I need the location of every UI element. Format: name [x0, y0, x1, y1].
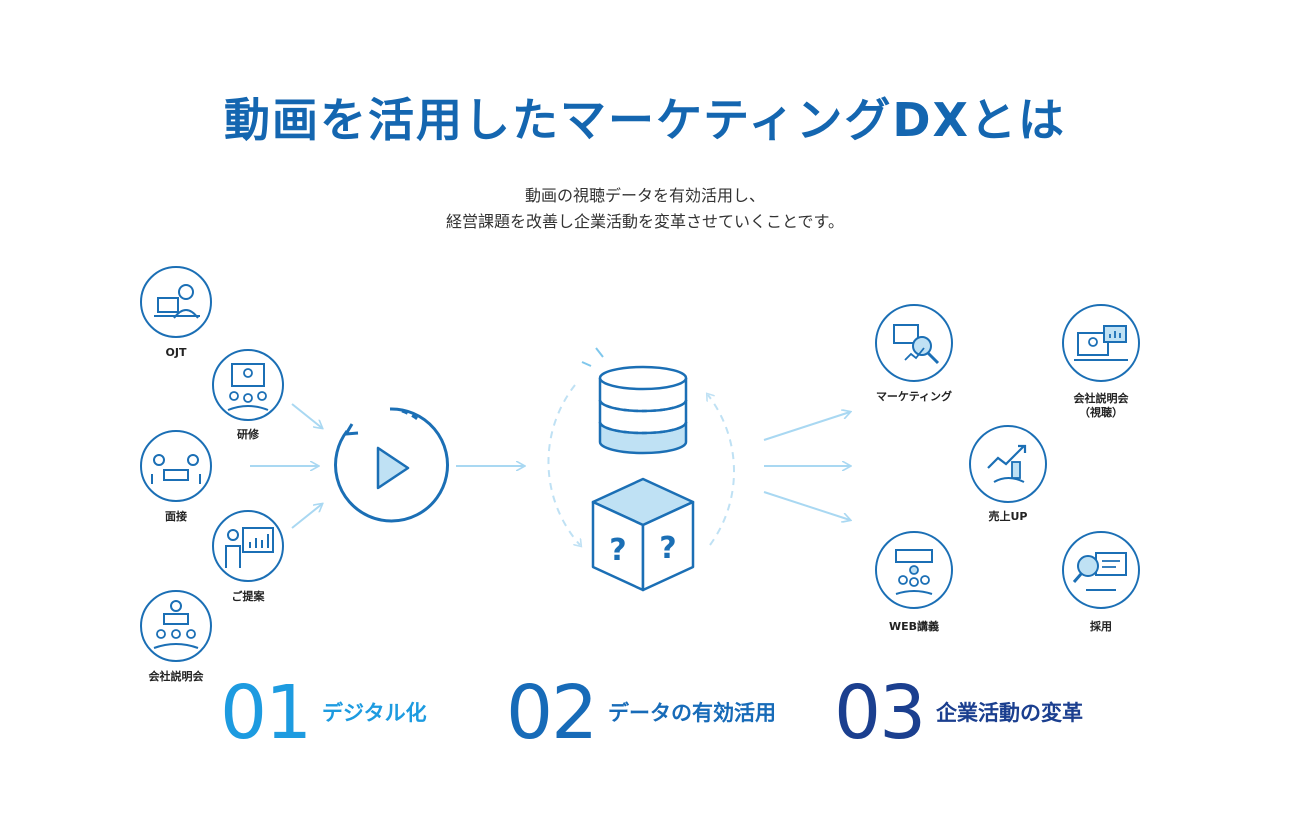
training-icon [212, 349, 284, 421]
sales-up-icon [969, 425, 1047, 503]
proposal-icon [212, 510, 284, 582]
output-label-web-lecture: WEB講義 [888, 620, 940, 633]
output-label-company-briefing-line1: 会社説明会 [1073, 392, 1129, 405]
step-1-label: デジタル化 [322, 701, 427, 725]
step-2-label: データの有効活用 [608, 701, 776, 725]
play-icon [334, 407, 449, 523]
step-2-number: 02 [506, 670, 598, 756]
database-icon [598, 365, 688, 455]
output-label-sales-up: 売上UP [988, 510, 1028, 523]
question-cube-icon: ? ? [591, 477, 695, 592]
step-3-number: 03 [834, 670, 926, 756]
input-label-proposal: ご提案 [231, 590, 265, 603]
marketing-icon [875, 304, 953, 382]
output-label-recruitment: 採用 [1090, 620, 1112, 633]
step-1-number: 01 [220, 670, 312, 756]
input-label-training: 研修 [237, 428, 259, 441]
input-label-company-briefing: 会社説明会 [148, 670, 204, 683]
ojt-icon [140, 266, 212, 338]
interview-icon [140, 430, 212, 502]
input-label-interview: 面接 [165, 510, 187, 523]
recruitment-icon [1062, 531, 1140, 609]
web-lecture-icon [875, 531, 953, 609]
input-label-ojt: OJT [165, 346, 187, 359]
output-label-marketing: マーケティング [875, 390, 953, 403]
svg-text:?: ? [609, 533, 626, 568]
page-title: 動画を活用したマーケティングDXとは [224, 93, 1066, 147]
data-loop [547, 347, 736, 545]
svg-text:?: ? [659, 531, 676, 566]
company-briefing-viewing-icon [1062, 304, 1140, 382]
lead-text-line2: 経営課題を改善し企業活動を変革させていくことです。 [446, 212, 844, 231]
output-arrows [763, 412, 850, 520]
company-briefing-icon [140, 590, 212, 662]
input-arrows [250, 403, 322, 529]
step-3-label: 企業活動の変革 [936, 701, 1083, 725]
output-label-company-briefing-line2: （視聴） [1079, 406, 1123, 419]
lead-text-line1: 動画の視聴データを有効活用し、 [524, 186, 765, 205]
